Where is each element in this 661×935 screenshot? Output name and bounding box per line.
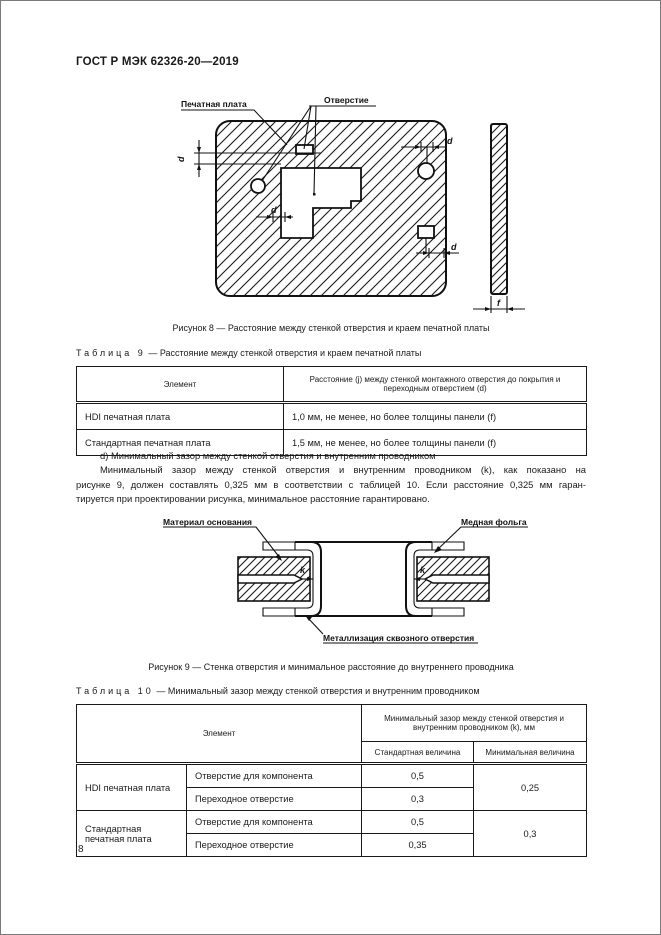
cell-standard-value: 0,5: [361, 763, 475, 788]
dim-d-topright: d: [447, 136, 453, 146]
copper-foil-label: Медная фольга: [461, 517, 527, 527]
figure8-caption: Рисунок 8 — Расстояние между стенкой отв…: [172, 323, 490, 333]
paragraph-d: d) Минимальный зазор между стенкой отвер…: [76, 449, 586, 506]
cell-element: HDI печатная плата: [76, 763, 187, 811]
hole-label: Отверстие: [324, 95, 369, 105]
copper-foil-right-bottom: [432, 607, 465, 617]
dim-k-right: k: [420, 565, 426, 575]
paragraph-d-heading: d) Минимальный зазор между стенкой отвер…: [100, 450, 436, 461]
cell-hole-type: Отверстие для компонента: [185, 810, 363, 834]
cell-hole-type: Переходное отверстие: [185, 787, 363, 811]
dim-k-left: k: [300, 565, 306, 575]
table9: Элемент Расстояние (j) между стенкой мон…: [76, 366, 587, 456]
page-number: 8: [78, 844, 84, 855]
cell-value: 1,5 мм, не менее, но более толщины панел…: [283, 429, 587, 456]
cell-element: HDI печатная плата: [76, 402, 284, 430]
paragraph-d-line: тируется при проектировании рисунка, мин…: [76, 492, 430, 504]
paragraph-d-line: Минимальный зазор между стенкой отверсти…: [100, 464, 586, 476]
cell-minimal-value: 0,25: [473, 763, 588, 811]
table10-title: Таблица 10 — Минимальный зазор между сте…: [76, 686, 586, 696]
table9-title: Таблица 9 — Расстояние между стенкой отв…: [76, 348, 586, 358]
copper-foil-right-top: [432, 541, 465, 551]
board-cutout-shape: [280, 167, 362, 239]
base-material-label: Материал основания: [163, 517, 252, 527]
pcb-label: Печатная плата: [181, 99, 247, 109]
table10-header-standard: Стандартная величина: [361, 741, 475, 765]
table9-title-text: — Расстояние между стенкой отверстия и к…: [148, 348, 422, 358]
table-row: HDI печатная плата Отверстие для компоне…: [76, 763, 588, 811]
copper-foil-left-bottom: [262, 607, 295, 617]
table-row: Стандартная печатная плата Отверстие для…: [76, 810, 588, 857]
board-side-view: [490, 123, 508, 295]
cell-value: 1,0 мм, не менее, но более толщины панел…: [283, 402, 587, 430]
table-row: Стандартная печатная плата 1,5 мм, не ме…: [76, 429, 587, 456]
dim-d-left: d: [176, 156, 186, 162]
cell-element: Стандартная печатная плата: [76, 810, 187, 857]
cell-hole-type: Переходное отверстие: [185, 833, 363, 857]
table-row: Переходное отверстие 0,35: [77, 833, 587, 857]
slot-bottom-right: [417, 225, 435, 239]
inner-conductor-right: [423, 574, 490, 584]
cell-minimal-value: 0,3: [473, 810, 588, 857]
table9-title-label: Таблица 9: [76, 348, 146, 358]
copper-foil-left-top: [262, 541, 295, 551]
table10: Элемент Минимальный зазор между стенкой …: [75, 704, 588, 857]
standard-number: ГОСТ Р МЭК 62326-20—2019: [76, 56, 239, 68]
figure9-caption: Рисунок 9 — Стенка отверстия и минимальн…: [148, 662, 514, 672]
plating-label: Металлизация сквозного отверстия: [323, 633, 474, 643]
hole-plating-right: [405, 541, 432, 617]
table9-header-distance: Расстояние (j) между стенкой монтажного …: [283, 366, 587, 404]
table-row: HDI печатная плата 1,0 мм, не менее, но …: [76, 402, 587, 430]
hole-right: [417, 162, 435, 180]
figure9-drawing: k k Материал основания Медная фольга Мет…: [163, 517, 528, 644]
cell-hole-type: Отверстие для компонента: [185, 763, 363, 788]
table9-header-element: Элемент: [76, 366, 284, 404]
dim-f-thickness: f: [497, 298, 501, 308]
cell-standard-value: 0,3: [361, 787, 475, 811]
cell-standard-value: 0,5: [361, 810, 475, 834]
table10-header-group: Минимальный зазор между стенкой отверсти…: [361, 704, 588, 742]
paragraph-d-line: рисунке 9, должен составлять 0,325 мм в …: [76, 478, 586, 490]
dim-d-bottomright: d: [451, 242, 457, 252]
table10-header-element: Элемент: [75, 704, 363, 765]
hole-plating-left: [295, 541, 322, 617]
table10-title-label: Таблица 10: [76, 686, 154, 696]
hole-left: [250, 178, 266, 194]
dim-d-middle: d: [271, 205, 277, 215]
table10-title-text: — Минимальный зазор между стенкой отверс…: [156, 686, 480, 696]
figure8-drawing: Печатная плата Отверстие d d d d: [176, 95, 525, 313]
inner-conductor-left: [237, 574, 304, 584]
table10-header-minimal: Минимальная величина: [473, 741, 588, 765]
cell-standard-value: 0,35: [361, 833, 475, 857]
